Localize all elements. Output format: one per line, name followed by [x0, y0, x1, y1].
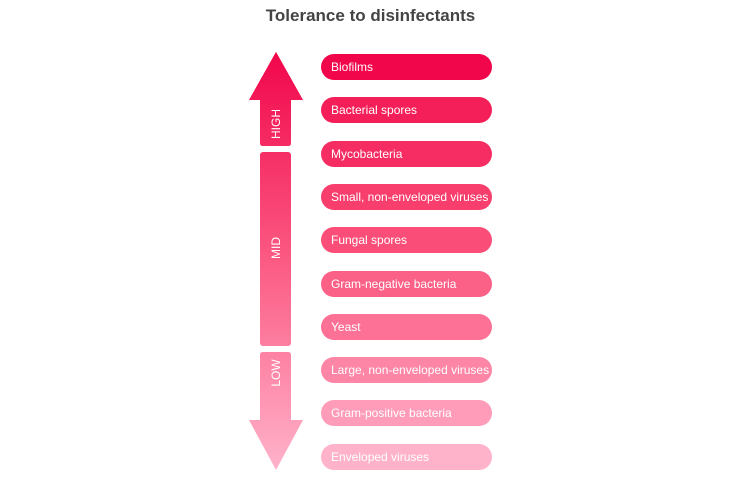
organism-pill: Enveloped viruses — [321, 443, 492, 470]
low-arrow-segment — [249, 352, 303, 470]
high-arrow-segment — [249, 52, 303, 146]
organism-pill: Gram-positive bacteria — [321, 400, 492, 427]
organism-pill: Small, non-enveloped viruses — [321, 183, 492, 210]
level-low-label: LOW — [269, 359, 283, 387]
level-high-label: HIGH — [269, 109, 283, 139]
organism-pill: Bacterial spores — [321, 97, 492, 124]
organism-pill: Biofilms — [321, 54, 492, 80]
organism-pill: Yeast — [321, 313, 492, 340]
organism-pill: Large, non-enveloped viruses — [321, 357, 492, 384]
level-mid-label: MID — [269, 237, 283, 259]
organism-pill: Gram-negative bacteria — [321, 270, 492, 297]
organism-pill: Fungal spores — [321, 227, 492, 254]
diagram-title: Tolerance to disinfectants — [265, 6, 476, 25]
mid-arrow-segment — [260, 152, 291, 346]
organism-pill: Mycobacteria — [321, 140, 492, 167]
